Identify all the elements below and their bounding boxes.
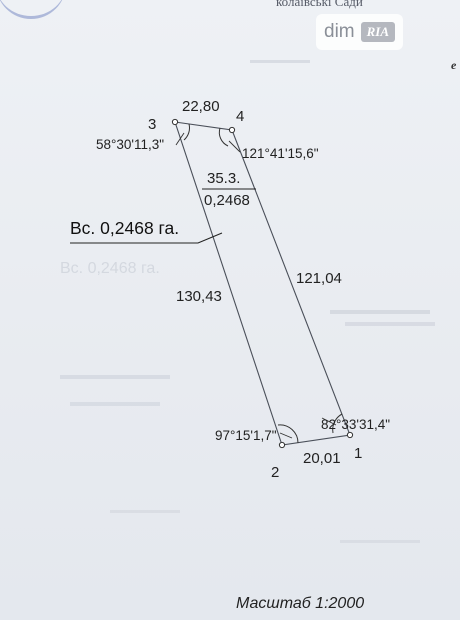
watermark-brand: dim [324, 21, 355, 42]
angle-arc-1 [332, 413, 343, 434]
corner-marker-2 [278, 441, 286, 449]
point-4-label: 4 [236, 108, 245, 125]
scale-label: Масштаб 1:2000 [236, 595, 365, 612]
angle-arc-4 [218, 127, 229, 147]
point-2-label: 2 [271, 464, 280, 481]
corner-marker-4 [228, 126, 236, 134]
length-top-label: 22,80 [182, 98, 220, 115]
corner-marker-1 [346, 431, 354, 439]
header-text: колаївські Сади [276, 0, 363, 9]
parcel-area-label: 0,2468 [204, 192, 250, 209]
leader-angle-2 [279, 432, 293, 439]
point-1-label: 1 [354, 445, 363, 462]
stamp-arc [0, 0, 66, 19]
edge-letter: е [451, 58, 457, 72]
leader-angle-1 [321, 417, 337, 426]
ghost-print: Вс. 0,2468 га. [60, 60, 435, 543]
corner-marker-3 [171, 118, 179, 126]
angle-3-label: 58°30'11,3" [96, 137, 165, 152]
point-3-label: 3 [148, 116, 157, 133]
angle-1-label: 82°33'31,4" [321, 417, 391, 432]
leader-angle-3 [175, 132, 185, 146]
area-leader-line [70, 232, 223, 244]
angle-2-label: 97°15'1,7" [215, 428, 277, 443]
angle-arc-3 [183, 123, 190, 141]
length-left-label: 130,43 [176, 288, 222, 305]
total-area-label: Вс. 0,2468 га. [70, 218, 180, 238]
length-right-label: 121,04 [296, 270, 342, 287]
parcel-number-label: 35.3. [207, 170, 241, 187]
svg-text:Вс. 0,2468 га.: Вс. 0,2468 га. [60, 260, 160, 277]
angle-arc-2 [277, 424, 299, 444]
watermark-logo: dim RIA [316, 14, 404, 50]
angle-4-label: 121°41'15,6" [242, 146, 319, 161]
length-bottom-label: 20,01 [303, 450, 341, 467]
leader-angle-4 [228, 140, 241, 153]
watermark-badge: RIA [360, 22, 396, 42]
